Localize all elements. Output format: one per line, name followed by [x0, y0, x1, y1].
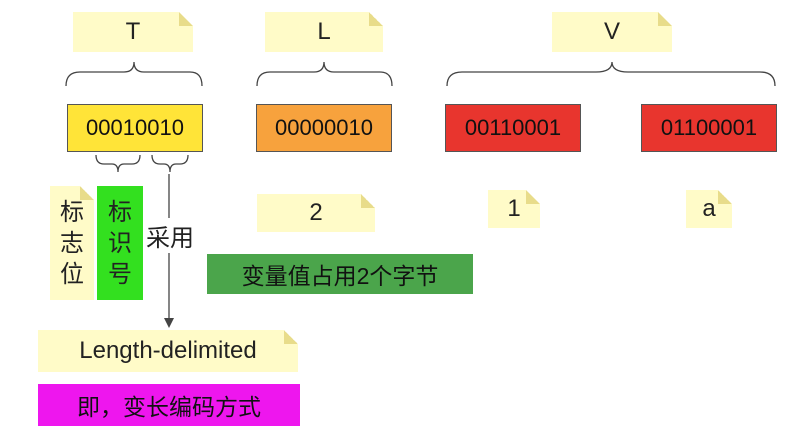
value-header: V	[552, 12, 672, 52]
field-number-char-2: 识	[108, 229, 132, 257]
field-number-char-1: 标	[108, 198, 132, 226]
value-2-decoded-value: a	[702, 195, 716, 222]
flag-bits-label: 标 志 位	[50, 186, 94, 300]
tag-byte: 00010010	[67, 104, 203, 152]
varint-note: 变量值占用2个字节	[207, 254, 473, 294]
field-number-label: 标 识 号	[97, 186, 143, 300]
tag-brace	[65, 61, 203, 87]
flag-bits-char-2: 志	[60, 229, 84, 257]
length-byte-value: 00000010	[275, 115, 373, 140]
length-decoded-value: 2	[309, 199, 323, 226]
length-decoded-note: 2	[257, 194, 375, 232]
value-2-decoded-note: a	[686, 190, 732, 228]
value-1-decoded-note: 1	[488, 190, 540, 228]
wire-type-note: Length-delimited	[38, 330, 298, 372]
tag-header: T	[73, 12, 193, 52]
length-brace	[256, 61, 393, 87]
field-number-brace	[95, 154, 141, 173]
encoding-note-text: 即，变长编码方式	[77, 394, 261, 420]
value-byte-2-value: 01100001	[660, 115, 758, 140]
wire-type-brace	[151, 154, 189, 173]
flag-bits-char-3: 位	[60, 260, 84, 288]
wire-type-text: Length-delimited	[79, 337, 257, 364]
length-byte: 00000010	[256, 104, 392, 152]
wire-type-arrow-head	[164, 318, 174, 328]
value-header-label: V	[603, 18, 620, 45]
value-1-decoded-value: 1	[507, 195, 521, 222]
flag-bits-char-1: 标	[60, 198, 84, 226]
value-brace	[446, 61, 776, 87]
value-byte-2: 01100001	[641, 104, 777, 152]
value-byte-1-value: 00110001	[464, 115, 562, 140]
encoding-note: 即，变长编码方式	[38, 384, 300, 426]
length-header: L	[265, 12, 383, 52]
field-number-char-3: 号	[108, 260, 132, 288]
value-byte-1: 00110001	[445, 104, 581, 152]
tag-byte-value: 00010010	[86, 115, 184, 140]
uses-label: 采用	[144, 218, 196, 253]
length-header-label: L	[317, 18, 331, 45]
varint-note-text: 变量值占用2个字节	[241, 263, 439, 289]
tag-header-label: T	[125, 18, 141, 45]
